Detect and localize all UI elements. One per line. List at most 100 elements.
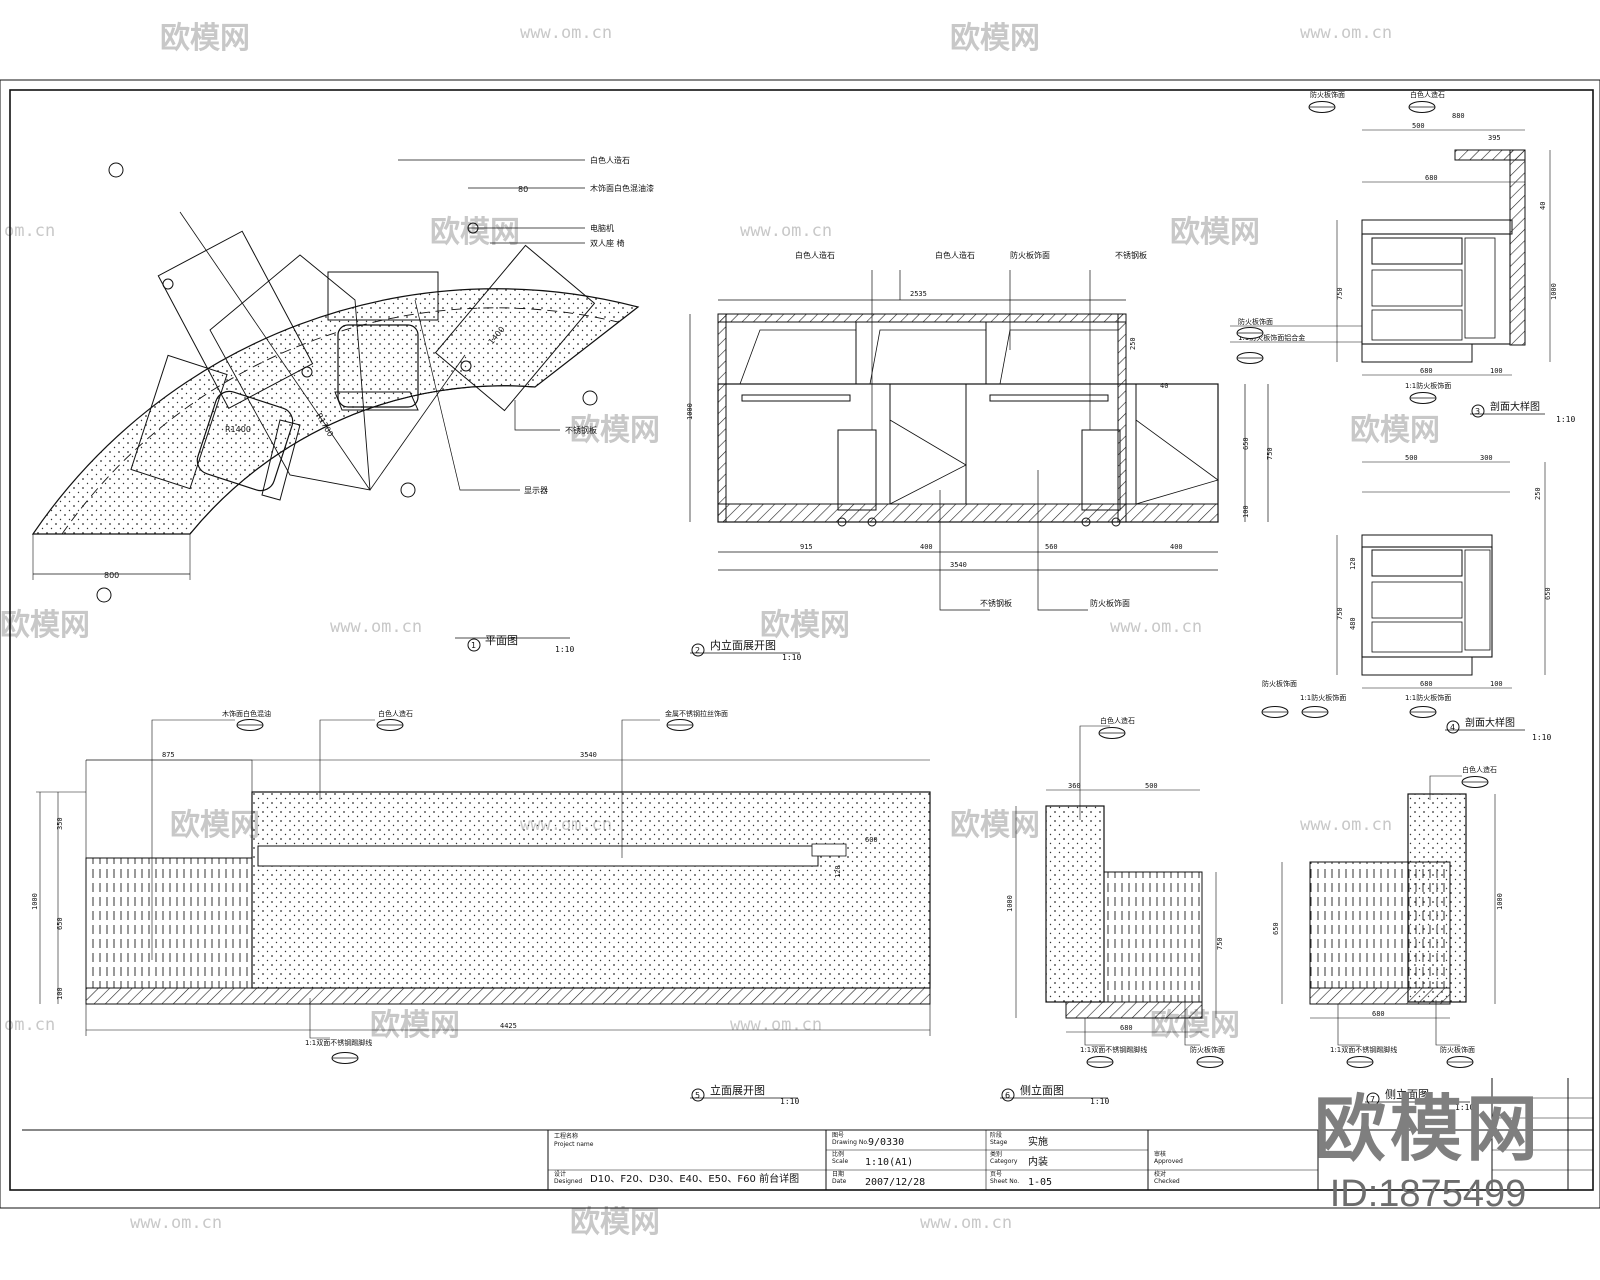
section-dim: 100: [1490, 680, 1503, 688]
front-dim: 4425: [500, 1022, 517, 1030]
tb-design-label: 设计: [554, 1170, 566, 1178]
watermark-logo: 欧模网: [1170, 215, 1260, 250]
front-callout: 1:1双面不锈钢踢脚线: [305, 1038, 372, 1047]
watermark-url: www.om.cn: [740, 221, 832, 241]
watermark-url: www.om.cn: [730, 1015, 822, 1035]
section-dim: 120: [1349, 557, 1357, 570]
side-elevation-b: 1000 650 680 白色人造石 1:1双面不锈钢踢脚线 防火板饰面 7 侧…: [1272, 765, 1504, 1112]
pc-tower-icon: [1081, 429, 1121, 511]
inner-dim: 2535: [910, 290, 927, 298]
tb-drawing-no-label-en: Drawing No.: [832, 1139, 869, 1146]
side-b-scale: 1:10: [1455, 1103, 1474, 1112]
front-dim: 875: [162, 751, 175, 759]
watermark-url: om.cn: [4, 221, 55, 241]
pc-tower-icon: [837, 429, 877, 511]
watermark-logo: 欧模网: [950, 21, 1040, 56]
watermark-url: www.om.cn: [520, 23, 612, 43]
tb-date-label: 日期: [832, 1170, 844, 1178]
brand-watermark: 欧模网 ID:1875499: [1314, 1093, 1542, 1216]
tb-stage-label-en: Stage: [990, 1139, 1008, 1146]
tb-check-label-en: Checked: [1154, 1178, 1180, 1185]
watermark-url-layer: www.om.cn www.om.cn om.cn www.om.cn www.…: [4, 23, 1392, 1233]
tb-category-label: 类别: [990, 1150, 1002, 1158]
section-callout: 1:1防火板饰面铝合金: [1238, 333, 1305, 342]
section-dim: 680: [1420, 367, 1433, 375]
section-marker-icon: [96, 162, 598, 603]
side-a-scale: 1:10: [1090, 1097, 1109, 1106]
side-callout: 1:1双面不锈钢踢脚线: [1080, 1045, 1147, 1054]
front-elevation-view: 875 3540 4425 600 1000 350 650 100 120 木…: [31, 709, 931, 1106]
section-dim: 480: [1349, 617, 1357, 630]
section-a-title: 剖面大样图: [1490, 400, 1540, 413]
watermark-logo: 欧模网: [570, 1205, 660, 1240]
front-view-title: 立面展开图: [710, 1083, 765, 1097]
side-a-title: 侧立面图: [1020, 1083, 1064, 1097]
side-callout: 1:1双面不锈钢踢脚线: [1330, 1045, 1397, 1054]
section-dim: 100: [1490, 367, 1503, 375]
plan-view-number: 1: [471, 641, 476, 650]
tb-sheet-list: D10、F20、D30、E40、E50、F60 前台详图: [590, 1172, 799, 1185]
inner-callout: 防火板饰面: [1090, 598, 1130, 608]
section-dim: 300: [1480, 454, 1493, 462]
side-b-title: 侧立面图: [1385, 1087, 1429, 1101]
front-callout: 木饰面白色混油: [222, 709, 271, 718]
inner-dim: 915: [800, 543, 813, 551]
inner-view-title: 内立面展开图: [710, 638, 776, 652]
watermark-url: www.om.cn: [130, 1213, 222, 1233]
watermark-logo: 欧模网: [760, 608, 850, 643]
inner-dim: 3540: [950, 561, 967, 569]
inner-dim: 250: [1129, 337, 1137, 350]
title-block: 工程名称 Project name 图号 Drawing No. 比例 Scal…: [22, 1078, 1593, 1190]
front-dim: 100: [56, 987, 64, 1000]
side-callout: 防火板饰面: [1440, 1045, 1475, 1054]
section-dim: 680: [1425, 174, 1438, 182]
section-a-number: 3: [1475, 407, 1480, 416]
plan-view: 白色人造石 木饰面白色混油漆 电脑机 双人座 椅 不锈钢板 显示器 R1700 …: [31, 155, 654, 654]
plan-callout-lines: [398, 159, 585, 491]
watermark-url: www.om.cn: [330, 617, 422, 637]
tb-project-label-en: Project name: [554, 1141, 594, 1148]
plan-callout: 电脑机: [590, 223, 614, 233]
plan-dim: R1400: [225, 425, 251, 434]
tb-project-label: 工程名称: [554, 1132, 578, 1140]
front-dim: 350: [56, 817, 64, 830]
side-dim: 680: [1120, 1024, 1133, 1032]
section-dim: 500: [1412, 122, 1425, 130]
plan-dim: 800: [104, 571, 119, 580]
section-dim: 650: [1544, 587, 1552, 600]
section-dim: 500: [1405, 454, 1418, 462]
inner-dim: 750: [1266, 447, 1274, 460]
watermark-logo: 欧模网: [160, 21, 250, 56]
side-b-number: 7: [1370, 1095, 1375, 1104]
tb-sheet-label-en: Sheet No.: [990, 1178, 1019, 1185]
section-dim: 750: [1336, 607, 1344, 620]
watermark-logo: 欧模网: [370, 1008, 460, 1043]
tb-stage-value: 实施: [1028, 1135, 1048, 1148]
section-b-number: 4: [1450, 723, 1455, 732]
side-callout: 防火板饰面: [1190, 1045, 1225, 1054]
section-callout: 1:1防火板饰面: [1300, 693, 1346, 702]
inner-dim: 650: [1242, 437, 1250, 450]
inner-elevation-view: 白色人造石 白色人造石 防火板饰面 不锈钢板 不锈钢板 防火板饰面 2535 9…: [686, 250, 1274, 662]
side-dim: 1000: [1006, 895, 1014, 912]
inner-dim: 100: [1242, 505, 1250, 518]
side-callout: 白色人造石: [1100, 716, 1135, 725]
tb-check-label: 校对: [1154, 1170, 1166, 1178]
section-detail-bottom: 500 300 250 650 750 480 120 680 100 防火板饰…: [1261, 454, 1552, 742]
front-dim: 650: [56, 917, 64, 930]
tb-category-value: 内装: [1028, 1155, 1048, 1168]
brand-id: ID:1875499: [1329, 1173, 1527, 1215]
inner-callout: 防火板饰面: [1010, 250, 1050, 260]
inner-dim: 400: [920, 543, 933, 551]
plan-callout: 显示器: [524, 486, 548, 495]
tb-review-label: 审核: [1154, 1150, 1166, 1158]
side-callout: 白色人造石: [1462, 765, 1497, 774]
plan-callout: 不锈钢板: [565, 425, 597, 435]
watermark-logo: 欧模网: [950, 808, 1040, 843]
front-dim: 120: [834, 865, 842, 878]
front-dim: 600: [865, 836, 878, 844]
tb-stage-label: 阶段: [990, 1131, 1002, 1139]
plan-callout: 木饰面白色混油漆: [590, 183, 654, 193]
tb-scale-value: 1:10(A1): [865, 1157, 913, 1168]
tb-sheet-value: 1-05: [1028, 1177, 1052, 1188]
